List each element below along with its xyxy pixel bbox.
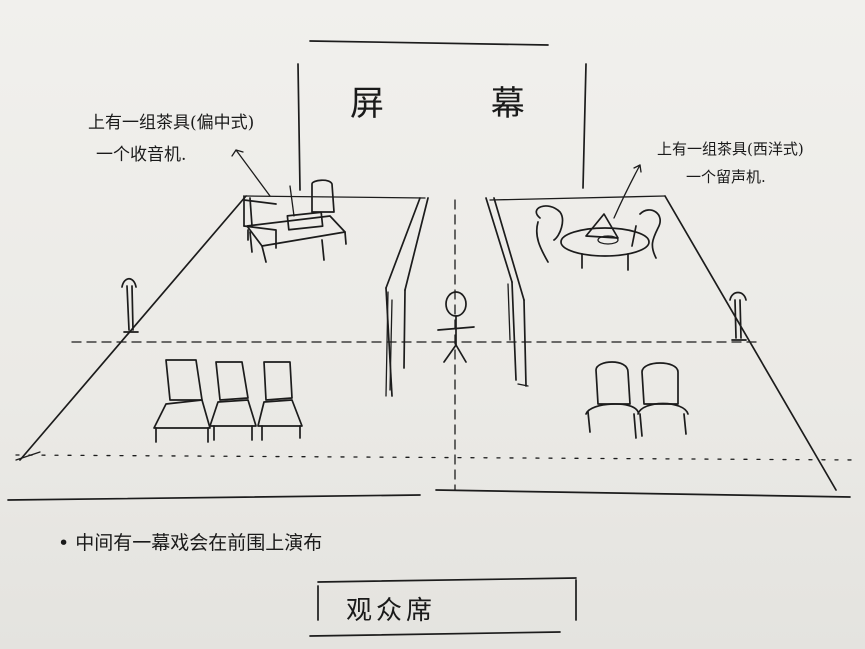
right-area-note-line1: 上有一组茶具(西洋式)	[657, 140, 804, 158]
chair-icon	[535, 205, 564, 263]
chair-icon	[153, 359, 211, 443]
screen	[297, 40, 587, 191]
left-divider	[385, 197, 429, 397]
chair-icon	[243, 195, 277, 249]
chair-icon	[311, 179, 335, 213]
table-icon	[246, 215, 347, 263]
chair-icon	[637, 362, 689, 437]
audience-box	[309, 577, 577, 637]
chair-icon	[209, 361, 257, 441]
stanchion-icon	[729, 291, 747, 341]
arrow-icon	[613, 164, 642, 219]
teapot-icon	[585, 213, 619, 245]
bottom-note: • 中间有一幕戏会在前围上演布	[58, 532, 323, 554]
left-area-note-line1: 上有一组茶具(偏中式)	[88, 113, 255, 133]
chair-icon	[585, 361, 639, 439]
table-icon	[560, 227, 650, 271]
arrow-icon	[231, 149, 271, 197]
left-area-note-line2: 一个收音机.	[96, 145, 187, 165]
chair-icon	[631, 209, 661, 259]
stage-floor	[7, 195, 861, 501]
audience-label: 观众席	[346, 596, 437, 626]
chair-icon	[257, 361, 303, 441]
right-area-note-line2: 一个留声机.	[686, 168, 766, 186]
stanchion-icon	[121, 277, 139, 333]
radio-icon	[286, 185, 324, 231]
person-icon	[437, 291, 475, 363]
screen-label: 屏 幕	[350, 84, 573, 124]
right-divider	[485, 197, 529, 387]
